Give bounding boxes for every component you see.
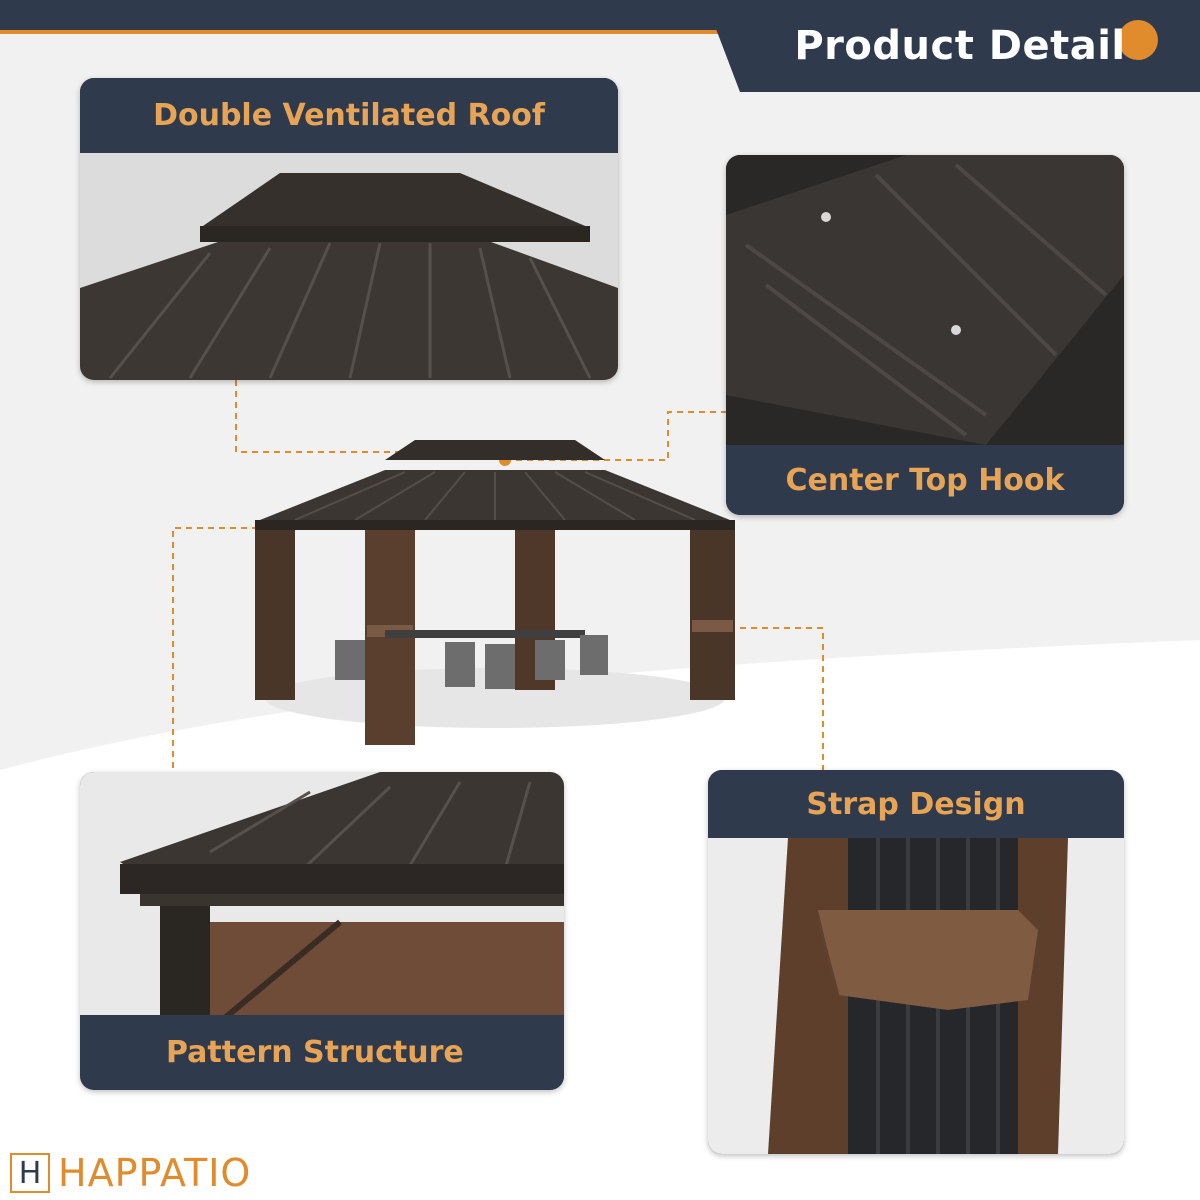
roof-photo bbox=[80, 153, 618, 380]
strap-photo bbox=[708, 838, 1124, 1154]
feature-label: Pattern Structure bbox=[80, 1015, 564, 1090]
brand-mark-icon: H bbox=[10, 1153, 50, 1193]
header-banner bbox=[0, 0, 1200, 92]
brand-name: HAPPATIO bbox=[58, 1151, 252, 1195]
feature-panel-strap: Strap Design bbox=[708, 770, 1124, 1154]
brand-logo: H HAPPATIO bbox=[10, 1150, 251, 1196]
feature-label: Center Top Hook bbox=[726, 445, 1124, 515]
feature-label: Strap Design bbox=[708, 770, 1124, 838]
feature-panel-roof: Double Ventilated Roof bbox=[80, 78, 618, 380]
gazebo-image bbox=[255, 440, 735, 745]
feature-panel-structure: Pattern Structure bbox=[80, 772, 564, 1090]
feature-label: Double Ventilated Roof bbox=[80, 78, 618, 153]
hook-photo bbox=[726, 155, 1124, 445]
page-title: Product Detail bbox=[794, 23, 1126, 69]
feature-panel-hook: Center Top Hook bbox=[726, 155, 1124, 515]
